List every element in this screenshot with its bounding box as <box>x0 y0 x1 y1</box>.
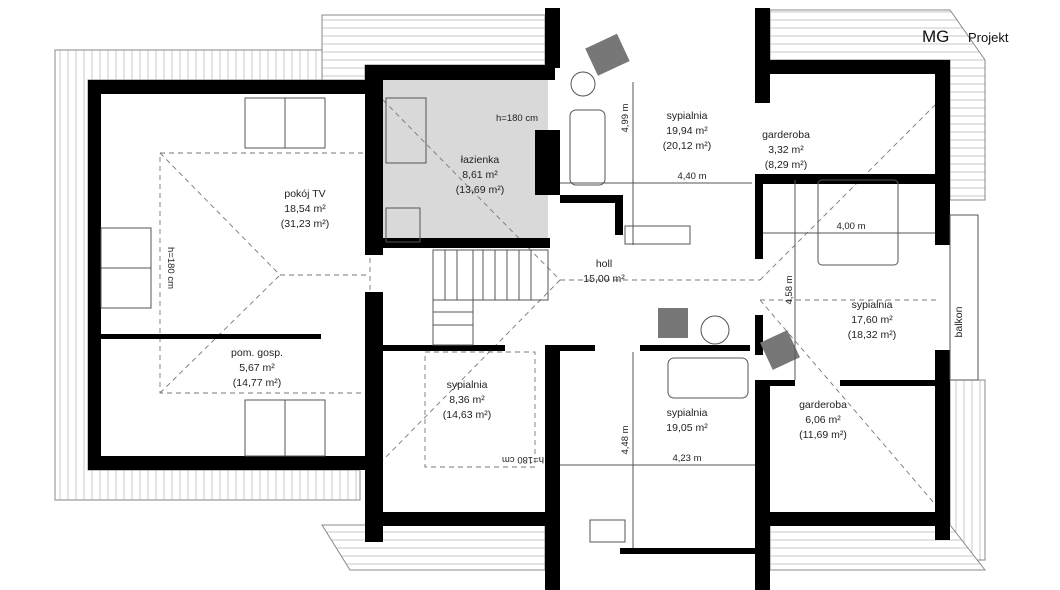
room-name: sypialnia <box>667 110 708 122</box>
dimension-label: 4,40 m <box>677 171 706 182</box>
walls <box>88 8 950 590</box>
room-gross-area: (31,23 m²) <box>281 218 329 230</box>
room-gross-area: (20,12 m²) <box>663 140 711 152</box>
dimension-label: 4,58 m <box>784 275 795 304</box>
room-name: holl <box>596 258 612 270</box>
room-sypialnia-2: sypialnia 17,60 m² (18,32 m²) <box>848 299 896 341</box>
balcony-label: balkon <box>953 306 965 337</box>
room-area: 19,94 m² <box>666 125 708 137</box>
room-name: garderoba <box>762 129 810 141</box>
ceiling-height-label: h=180 cm <box>496 113 538 124</box>
room-area: 3,32 m² <box>768 144 804 156</box>
room-gross-area: (11,69 m²) <box>799 429 847 441</box>
room-area: 6,06 m² <box>805 414 841 426</box>
room-area: 8,61 m² <box>462 169 498 181</box>
room-pom-gosp: pom. gosp. 5,67 m² (14,77 m²) <box>231 347 283 389</box>
room-sypialnia-1: sypialnia 19,94 m² (20,12 m²) <box>663 110 711 152</box>
dimension-lines <box>560 82 935 548</box>
furniture <box>100 33 899 543</box>
room-gross-area: (14,77 m²) <box>233 377 281 389</box>
dimension-label: 4,23 m <box>672 453 701 464</box>
logo-name: Projekt <box>968 30 1009 45</box>
room-name: sypialnia <box>667 407 708 419</box>
room-name: garderoba <box>799 399 847 411</box>
room-area: 17,60 m² <box>851 314 893 326</box>
room-area: 19,05 m² <box>666 422 708 434</box>
room-sypialnia-4: sypialnia 19,05 m² <box>666 407 708 434</box>
room-name: pom. gosp. <box>231 347 283 359</box>
room-pokoj-tv: pokój TV 18,54 m² (31,23 m²) <box>281 188 329 230</box>
dimension-label: 4,99 m <box>620 103 631 132</box>
balcony <box>949 214 979 381</box>
staircase <box>432 249 549 346</box>
room-sypialnia-3: sypialnia 8,36 m² (14,63 m²) <box>443 379 491 421</box>
room-gross-area: (14,63 m²) <box>443 409 491 421</box>
room-name: sypialnia <box>447 379 488 391</box>
room-gross-area: (13,69 m²) <box>456 184 504 196</box>
mg-projekt-logo: MG Projekt <box>922 27 1009 46</box>
logo-brand: MG <box>922 27 949 46</box>
room-name: pokój TV <box>284 188 325 200</box>
ceiling-height-label: h=180 cm <box>502 454 544 465</box>
room-area: 8,36 m² <box>449 394 485 406</box>
dimension-label: 4,00 m <box>836 221 865 232</box>
room-name: sypialnia <box>852 299 893 311</box>
bathroom-floor <box>383 80 548 242</box>
dimension-label: 4,48 m <box>620 425 631 454</box>
room-gross-area: (8,29 m²) <box>765 159 808 171</box>
ceiling-height-label: h=180 cm <box>165 247 176 289</box>
room-lazienka: łazienka 8,61 m² (13,69 m²) <box>456 154 504 196</box>
room-garderoba-1: garderoba 3,32 m² (8,29 m²) <box>762 129 810 171</box>
room-area: 18,54 m² <box>284 203 326 215</box>
room-area: 15,00 m² <box>583 273 625 285</box>
room-gross-area: (18,32 m²) <box>848 329 896 341</box>
room-name: łazienka <box>461 154 500 166</box>
roof-overhang <box>54 9 987 571</box>
room-holl: holl 15,00 m² <box>583 258 625 285</box>
room-area: 5,67 m² <box>239 362 275 374</box>
room-garderoba-2: garderoba 6,06 m² (11,69 m²) <box>799 399 847 441</box>
